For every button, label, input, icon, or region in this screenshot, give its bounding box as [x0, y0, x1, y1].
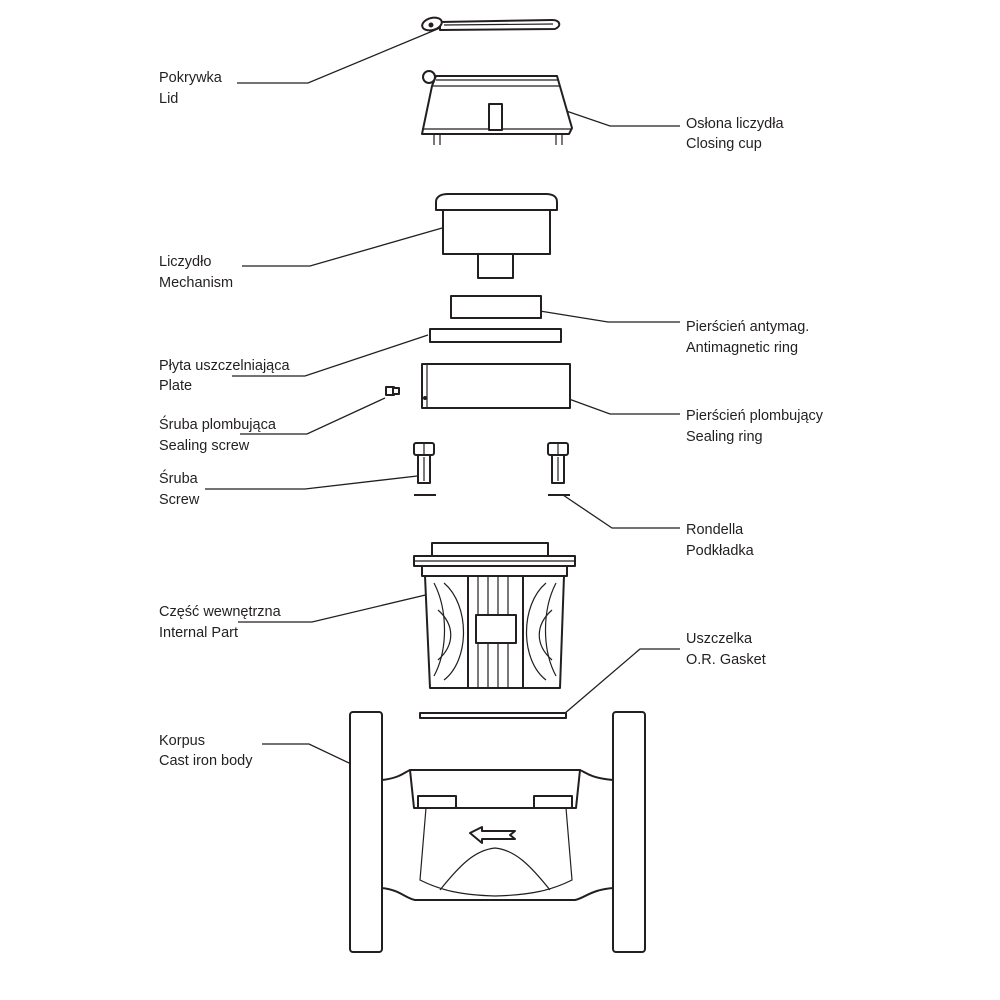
leader-plate — [232, 334, 429, 377]
leader-washer — [562, 494, 680, 529]
leader-screw — [205, 474, 427, 490]
label-closing-cup-pl: Osłona liczydła — [686, 116, 784, 132]
label-mechanism-pl: Liczydło — [159, 254, 211, 270]
label-body-en: Cast iron body — [159, 753, 253, 769]
screw-right-part — [547, 442, 569, 484]
label-antimagnetic-ring-en: Antimagnetic ring — [686, 340, 798, 356]
label-gasket: Uszczelka O.R. Gasket — [686, 631, 766, 668]
label-washer-en: Podkładka — [686, 543, 755, 559]
leader-antimagnetic-ring — [514, 306, 680, 323]
label-sealing-ring-en: Sealing ring — [686, 429, 763, 445]
sealing-screw-part — [385, 386, 400, 396]
label-body: Korpus Cast iron body — [159, 733, 253, 769]
label-mechanism-en: Mechanism — [159, 275, 233, 291]
label-internal-part: Część wewnętrzna Internal Part — [159, 604, 282, 641]
label-screw: Śruba Screw — [159, 469, 200, 508]
label-sealing-ring: Pierścień plombujący Sealing ring — [686, 408, 824, 445]
label-screw-en: Screw — [159, 492, 200, 508]
label-sealing-screw-en: Sealing screw — [159, 438, 250, 454]
leader-internal-part — [238, 587, 456, 623]
label-body-pl: Korpus — [159, 733, 205, 749]
label-plate-en: Plate — [159, 378, 192, 394]
plate-part — [429, 328, 562, 343]
label-washer: Rondella Podkładka — [686, 522, 755, 559]
antimagnetic-ring-part — [450, 295, 542, 319]
lid-part — [421, 16, 561, 32]
sealing-ring-part — [421, 363, 571, 409]
label-sealing-ring-pl: Pierścień plombujący — [686, 408, 824, 424]
leader-body — [262, 743, 369, 773]
label-sealing-screw-pl: Śruba plombująca — [159, 415, 277, 433]
label-internal-part-pl: Część wewnętrzna — [159, 604, 282, 620]
label-plate: Płyta uszczelniająca Plate — [159, 358, 290, 394]
leader-gasket — [563, 648, 680, 715]
label-screw-pl: Śruba — [159, 469, 199, 487]
label-lid-pl: Pokrywka — [159, 70, 223, 86]
leader-lines — [205, 27, 680, 773]
label-mechanism: Liczydło Mechanism — [159, 254, 233, 291]
label-plate-pl: Płyta uszczelniająca — [159, 358, 290, 374]
internal-part-part — [413, 542, 576, 689]
mechanism-part — [435, 193, 558, 279]
label-lid: Pokrywka Lid — [159, 70, 223, 107]
label-antimagnetic-ring: Pierścień antymag. Antimagnetic ring — [686, 319, 809, 356]
leader-lid — [237, 27, 441, 84]
label-gasket-pl: Uszczelka — [686, 631, 753, 647]
screw-left-part — [413, 442, 435, 484]
body-part — [349, 711, 646, 953]
closing-cup-part — [421, 70, 573, 145]
leader-sealing-screw — [240, 397, 386, 435]
label-internal-part-en: Internal Part — [159, 625, 238, 641]
leader-mechanism — [242, 221, 464, 267]
label-washer-pl: Rondella — [686, 522, 744, 538]
gasket-part — [419, 712, 567, 719]
label-sealing-screw: Śruba plombująca Sealing screw — [159, 415, 277, 454]
label-gasket-en: O.R. Gasket — [686, 652, 766, 668]
label-lid-en: Lid — [159, 91, 178, 107]
label-antimagnetic-ring-pl: Pierścień antymag. — [686, 319, 809, 335]
label-closing-cup: Osłona liczydła Closing cup — [686, 116, 784, 152]
label-closing-cup-en: Closing cup — [686, 136, 762, 152]
